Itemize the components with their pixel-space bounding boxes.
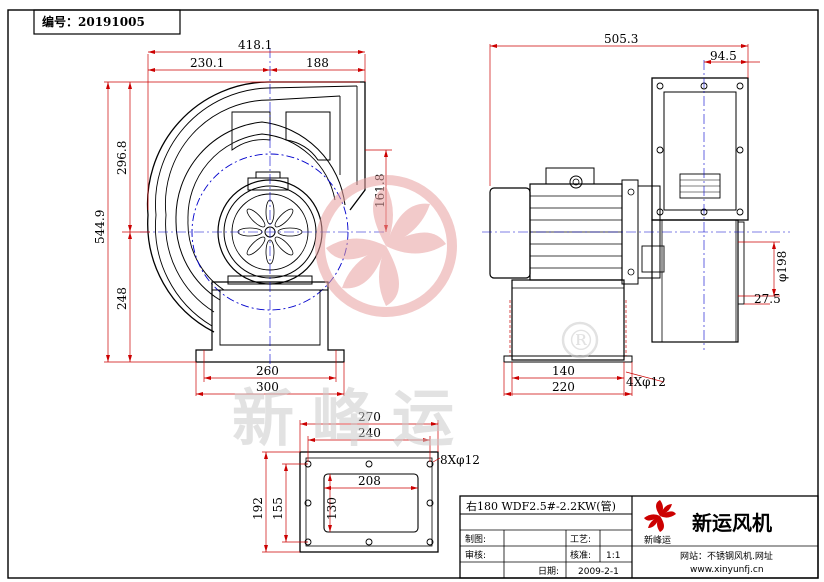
date: 2009-2-1 <box>578 567 619 577</box>
website-url: www.xinyunfj.cn <box>690 565 764 575</box>
watermark-brand: 新峰运 <box>232 382 472 455</box>
product-name: 右180 WDF2.5#-2.2KW(管) <box>466 499 616 513</box>
dim-base-inner: 260 <box>256 364 279 378</box>
side-view: 505.3 94.5 φ198 27.5 140 220 4Xφ12 <box>482 32 790 396</box>
logo-text: 新峰运 <box>644 534 671 546</box>
dim-flange-opening-height: 130 <box>325 497 339 520</box>
label-draw: 制图: <box>465 533 486 545</box>
label-date: 日期: <box>538 566 559 577</box>
dim-width: 418.1 <box>238 38 272 52</box>
dim-flange-outer-width: 270 <box>358 410 381 424</box>
dim-base-outer: 300 <box>256 380 279 394</box>
dim-lower-height: 248 <box>115 287 129 310</box>
dim-flange-bolt-holes: 8Xφ12 <box>440 453 480 467</box>
dim-left-part: 230.1 <box>190 56 224 70</box>
dim-total-height: 544.9 <box>93 210 107 244</box>
dim-inlet-diameter: φ198 <box>775 251 789 282</box>
outlet-bolts <box>656 82 744 216</box>
flange-view: 270 240 208 8Xφ12 192 155 130 <box>251 410 480 553</box>
label-process: 工艺: <box>570 534 591 545</box>
dim-flange-opening-width: 208 <box>358 474 381 488</box>
dim-outlet-width: 94.5 <box>710 49 737 63</box>
watermark: ® 新峰运 <box>232 175 599 455</box>
dim-inlet-offset: 27.5 <box>754 292 781 306</box>
dim-total-length: 505.3 <box>604 32 638 46</box>
label-verify: 核准: <box>570 549 591 561</box>
company-logo-icon <box>644 500 676 532</box>
dim-side-base-inner: 140 <box>552 364 575 378</box>
watermark-registered: ® <box>567 324 595 357</box>
website-line: 网站：不锈钢风机.网址 <box>680 550 773 562</box>
label-check: 审核: <box>465 549 486 561</box>
dim-flange-outer-height: 192 <box>251 497 265 520</box>
dim-flange-bolt-spacing-v: 155 <box>271 497 285 520</box>
company-name: 新运风机 <box>692 511 772 535</box>
dim-side-bolt-holes: 4Xφ12 <box>626 375 666 389</box>
drawing-number: 编号：20191005 <box>41 14 145 29</box>
front-view: 418.1 230.1 188 544.9 296.8 248 161.8 26… <box>93 38 392 396</box>
title-block: 右180 WDF2.5#-2.2KW(管) 制图: 工艺: 审核: 核准: 1:… <box>459 495 819 579</box>
dim-right-part: 188 <box>306 56 329 70</box>
dim-side-base-outer: 220 <box>552 380 575 394</box>
dim-flange-bolt-spacing: 240 <box>358 426 381 440</box>
drawing-number-box <box>33 9 181 35</box>
dim-upper-height: 296.8 <box>115 141 129 175</box>
scale: 1:1 <box>606 551 620 561</box>
